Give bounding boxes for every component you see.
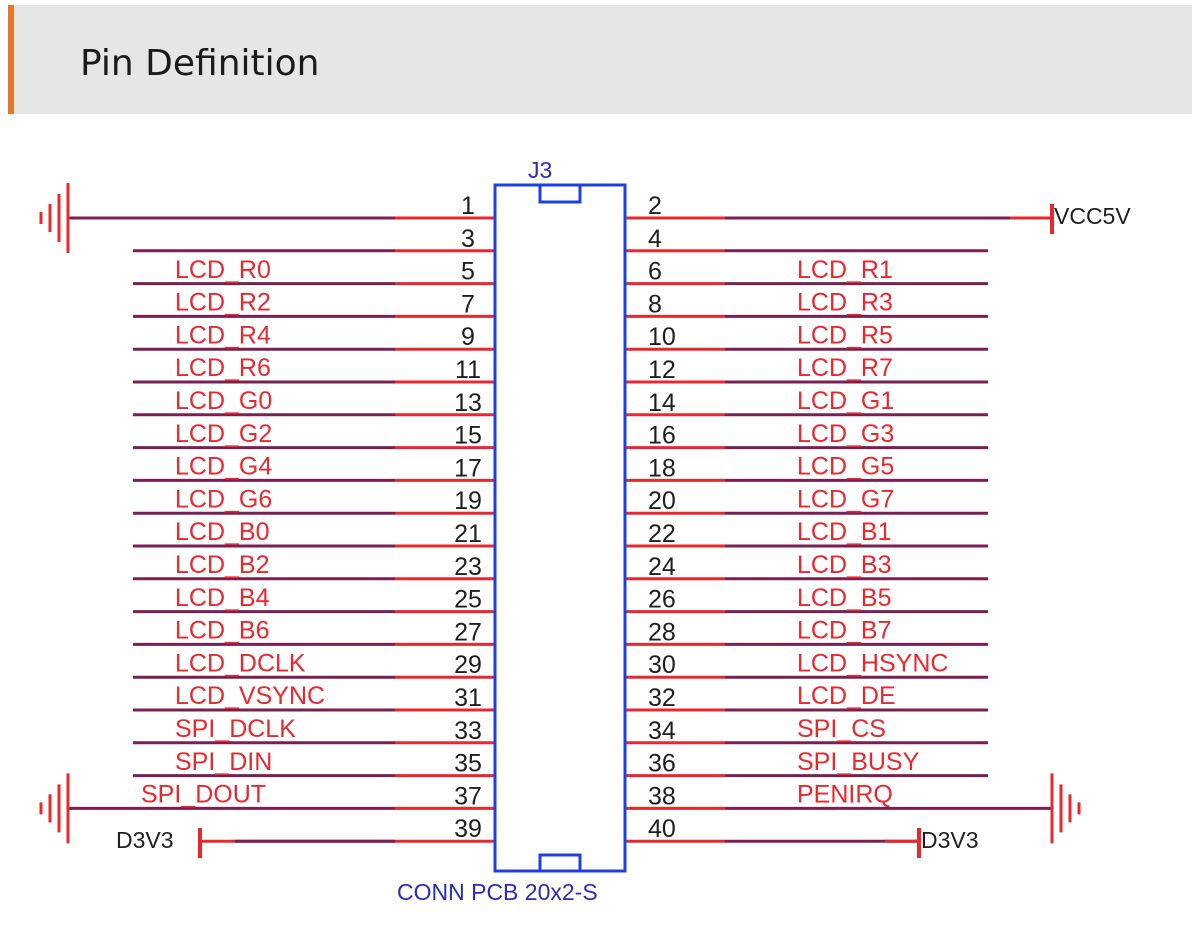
wire-layer xyxy=(68,216,1052,843)
pin-number-12: 12 xyxy=(648,356,676,384)
pin-number-18: 18 xyxy=(648,454,676,482)
ground-symbol-left-top xyxy=(39,183,70,253)
pin-number-34: 34 xyxy=(648,717,676,745)
d3v3-right-label: D3V3 xyxy=(921,827,979,853)
pin-number-1: 1 xyxy=(461,192,475,220)
pin-number-16: 16 xyxy=(648,422,676,450)
net-label-right-22: LCD_B3 xyxy=(797,551,892,579)
net-label-left-33: SPI_DIN xyxy=(175,748,272,776)
connector-key-bottom xyxy=(538,853,582,873)
pin-number-36: 36 xyxy=(648,750,676,778)
pin-number-28: 28 xyxy=(648,618,676,646)
pin-layer xyxy=(395,216,725,843)
pin-number-35: 35 xyxy=(454,750,482,778)
pin-number-11: 11 xyxy=(455,356,481,384)
pin-number-6: 6 xyxy=(648,258,662,286)
net-label-left-29: LCD_VSYNC xyxy=(175,682,325,710)
pin-number-21: 21 xyxy=(454,520,482,548)
pin-number-24: 24 xyxy=(648,553,676,581)
pin-number-13: 13 xyxy=(454,389,482,417)
net-label-right-12: LCD_G1 xyxy=(797,387,894,415)
net-label-right-6: LCD_R3 xyxy=(797,289,893,317)
net-label-right-18: LCD_G7 xyxy=(797,485,894,513)
pin-number-39: 39 xyxy=(454,815,482,843)
net-label-left-19: LCD_B0 xyxy=(175,518,270,546)
pin-number-15: 15 xyxy=(454,422,482,450)
pin-number-29: 29 xyxy=(454,651,482,679)
section-header: Pin Definition xyxy=(8,5,1192,114)
net-label-right-28: LCD_HSYNC xyxy=(797,649,948,677)
pin-number-27: 27 xyxy=(454,618,482,646)
pin-number-14: 14 xyxy=(648,389,676,417)
pin-number-30: 30 xyxy=(648,651,676,679)
pin-number-5: 5 xyxy=(461,258,475,286)
pin-number-38: 38 xyxy=(648,782,676,810)
page-title: Pin Definition xyxy=(80,43,320,84)
pin-number-4: 4 xyxy=(648,225,662,253)
net-label-left-3: LCD_R0 xyxy=(175,256,271,284)
pin-number-22: 22 xyxy=(648,520,676,548)
pin-number-26: 26 xyxy=(648,586,676,614)
net-label-left-31: SPI_DCLK xyxy=(175,715,296,743)
connector-body xyxy=(493,183,627,873)
pin-number-10: 10 xyxy=(648,323,676,351)
net-label-right-32: SPI_CS xyxy=(797,715,886,743)
pin-number-40: 40 xyxy=(648,815,676,843)
ground-symbol-right-bottom xyxy=(1050,773,1081,844)
connector-key-top xyxy=(538,183,582,204)
net-label-left-25: LCD_B6 xyxy=(175,617,270,645)
pin-number-25: 25 xyxy=(454,586,482,614)
connector-ref: J3 xyxy=(528,157,552,183)
net-label-right-10: LCD_R7 xyxy=(797,354,893,382)
net-label-left-7: LCD_R4 xyxy=(175,321,271,349)
net-label-right-24: LCD_B5 xyxy=(797,584,892,612)
net-label-right-20: LCD_B1 xyxy=(797,518,892,546)
net-label-right-36: PENIRQ xyxy=(797,781,893,809)
pin-number-23: 23 xyxy=(454,553,482,581)
vcc5v-label: VCC5V xyxy=(1054,203,1131,229)
net-label-right-26: LCD_B7 xyxy=(797,617,892,645)
net-label-left-13: LCD_G2 xyxy=(175,420,272,448)
pin-number-8: 8 xyxy=(648,290,662,318)
net-label-left-5: LCD_R2 xyxy=(175,289,271,317)
net-label-right-14: LCD_G3 xyxy=(797,420,894,448)
pin-number-32: 32 xyxy=(648,684,676,712)
net-label-left-15: LCD_G4 xyxy=(175,453,272,481)
net-label-left-17: LCD_G6 xyxy=(175,485,272,513)
pin-number-19: 19 xyxy=(454,487,482,515)
net-label-left-9: LCD_R6 xyxy=(175,354,271,382)
pin-number-7: 7 xyxy=(461,290,475,318)
d3v3-left-label: D3V3 xyxy=(116,827,174,853)
pin-number-17: 17 xyxy=(454,454,482,482)
net-label-right-34: SPI_BUSY xyxy=(797,748,920,776)
pin-number-37: 37 xyxy=(454,782,482,810)
pin-number-33: 33 xyxy=(454,717,482,745)
connector-part: CONN PCB 20x2-S xyxy=(397,879,598,905)
net-label-right-4: LCD_R1 xyxy=(797,256,893,284)
net-label-left-11: LCD_G0 xyxy=(175,387,272,415)
net-label-right-30: LCD_DE xyxy=(797,682,896,710)
net-label-right-8: LCD_R5 xyxy=(797,321,893,349)
pin-number-31: 31 xyxy=(454,684,482,712)
ground-symbol-left-bottom xyxy=(39,773,70,844)
pin-number-20: 20 xyxy=(648,487,676,515)
pin-number-2: 2 xyxy=(648,192,662,220)
net-label-left-21: LCD_B2 xyxy=(175,551,270,579)
pin-number-3: 3 xyxy=(461,225,475,253)
pin-number-9: 9 xyxy=(461,323,475,351)
net-label-right-16: LCD_G5 xyxy=(797,453,894,481)
net-label-left-35: SPI_DOUT xyxy=(141,781,266,809)
net-label-left-27: LCD_DCLK xyxy=(175,649,306,677)
net-label-left-23: LCD_B4 xyxy=(175,584,270,612)
